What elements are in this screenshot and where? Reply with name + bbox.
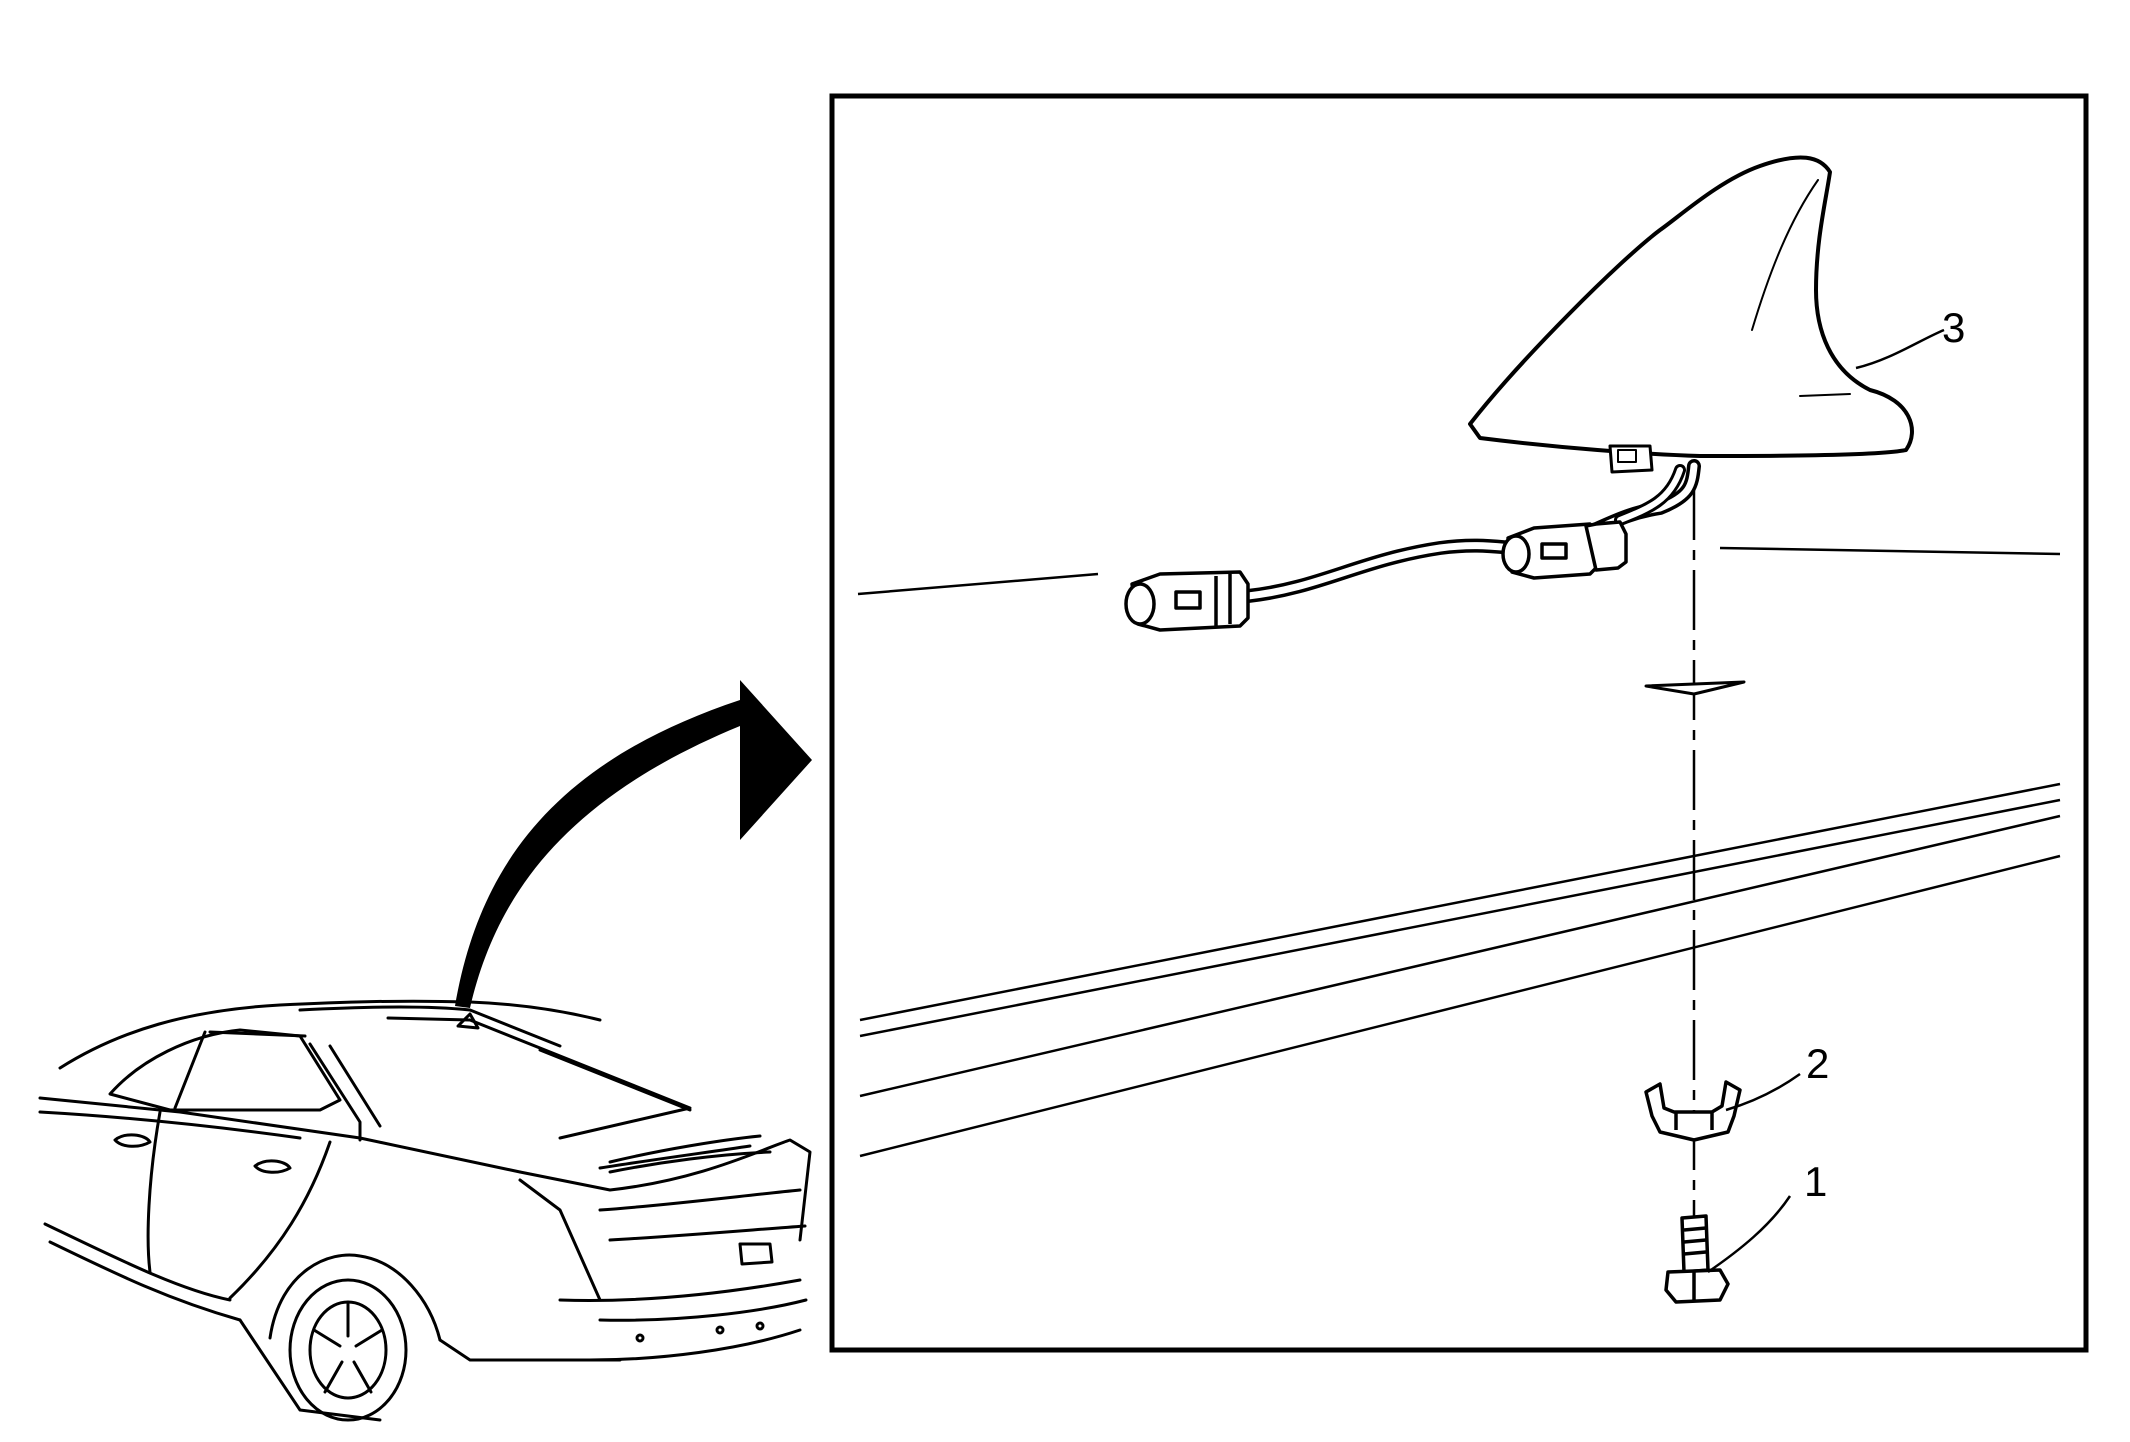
cable-connectors <box>1124 520 1628 632</box>
antenna-part <box>1468 155 1914 474</box>
nut-part <box>1644 1080 1742 1142</box>
leader-lines <box>1707 328 1945 1274</box>
zoom-arrow <box>455 680 812 1008</box>
roof-surface <box>857 546 2061 1158</box>
detail-frame <box>829 93 2089 1353</box>
mounting-hole <box>1644 680 1746 696</box>
bolt-part <box>1664 1214 1730 1304</box>
callout-number-3: 3 <box>1942 304 1965 351</box>
callout-number-1: 1 <box>1804 1158 1827 1205</box>
antenna-cable <box>1241 459 1701 603</box>
callout-number-2: 2 <box>1806 1040 1829 1087</box>
vehicle-illustration <box>38 999 812 1422</box>
